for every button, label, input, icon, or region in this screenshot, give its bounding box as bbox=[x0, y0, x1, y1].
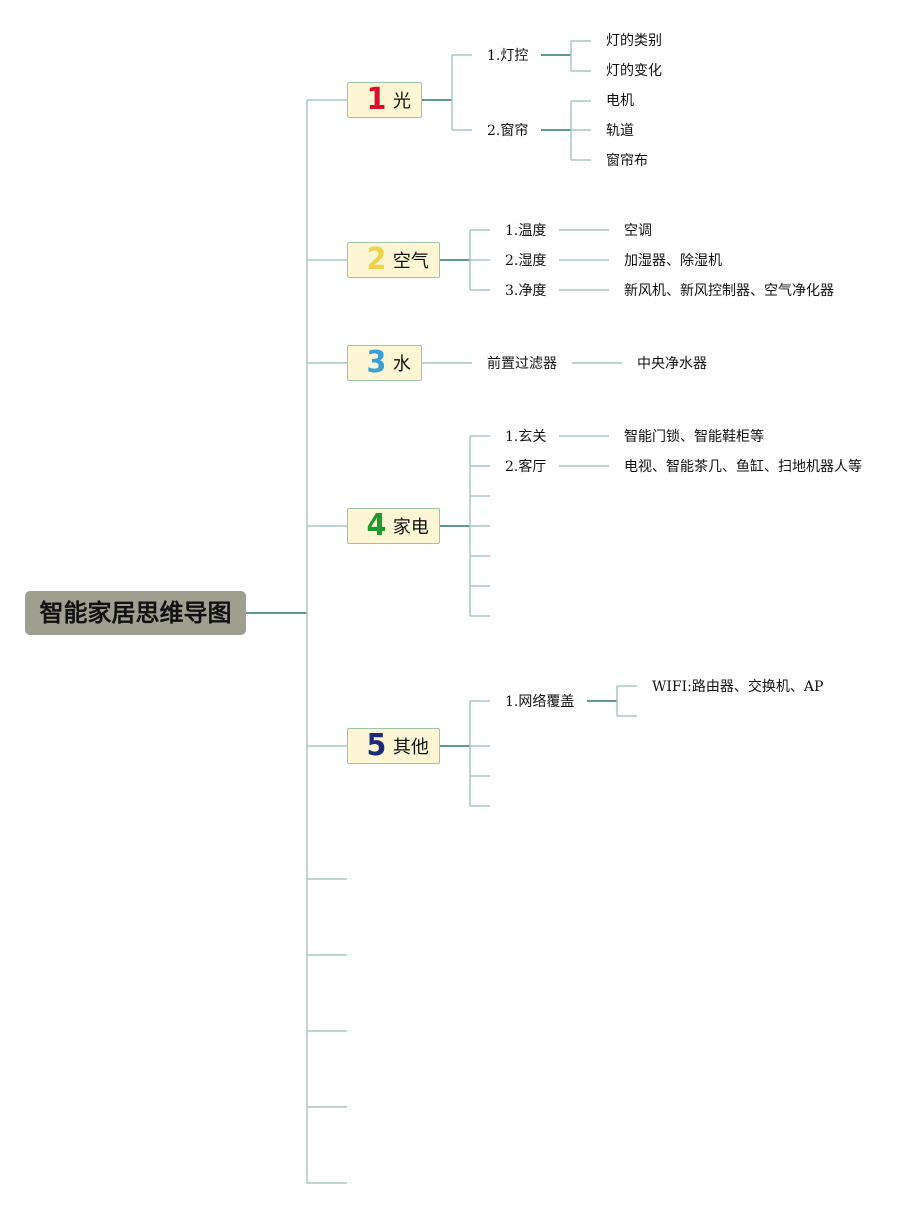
node-air-humidifier[interactable]: 加湿器、除湿机 bbox=[624, 253, 722, 269]
node-appliance-entry-detail[interactable]: 智能门锁、智能鞋柜等 bbox=[624, 429, 764, 445]
node-appliance-entry[interactable]: 1.玄关 bbox=[505, 429, 547, 445]
branch-other[interactable]: 5 其他 bbox=[347, 728, 440, 764]
node-other-network[interactable]: 1.网络覆盖 bbox=[505, 694, 575, 710]
node-air-temperature[interactable]: 1.温度 bbox=[505, 223, 547, 239]
node-curtain-fabric[interactable]: 窗帘布 bbox=[606, 153, 648, 169]
branch-appliance[interactable]: 4 家电 bbox=[347, 508, 440, 544]
node-curtain[interactable]: 2.窗帘 bbox=[487, 123, 529, 139]
branch-number: 3 bbox=[366, 345, 387, 380]
branch-water[interactable]: 3 水 bbox=[347, 345, 422, 381]
branch-number: 4 bbox=[366, 508, 387, 543]
node-air-conditioner[interactable]: 空调 bbox=[624, 223, 652, 239]
branch-label: 光 bbox=[392, 91, 411, 112]
branch-number: 1 bbox=[366, 82, 387, 117]
node-appliance-living[interactable]: 2.客厅 bbox=[505, 459, 547, 475]
node-curtain-motor[interactable]: 电机 bbox=[606, 93, 634, 109]
node-other-network-detail[interactable]: WIFI:路由器、交换机、AP bbox=[652, 679, 824, 695]
node-light-control[interactable]: 1.灯控 bbox=[487, 48, 529, 64]
node-air-humidity[interactable]: 2.湿度 bbox=[505, 253, 547, 269]
branch-number: 2 bbox=[366, 242, 387, 277]
root-node[interactable]: 智能家居思维导图 bbox=[25, 591, 246, 635]
node-light-type[interactable]: 灯的类别 bbox=[606, 33, 662, 49]
branch-label: 家电 bbox=[392, 517, 429, 538]
branch-light[interactable]: 1 光 bbox=[347, 82, 422, 118]
branch-label: 空气 bbox=[392, 251, 429, 272]
node-water-prefilter[interactable]: 前置过滤器 bbox=[487, 356, 557, 372]
node-appliance-living-detail[interactable]: 电视、智能茶几、鱼缸、扫地机器人等 bbox=[624, 459, 862, 475]
node-curtain-track[interactable]: 轨道 bbox=[606, 123, 634, 139]
node-air-purity[interactable]: 3.净度 bbox=[505, 283, 547, 299]
node-water-purifier[interactable]: 中央净水器 bbox=[637, 356, 707, 372]
node-air-purifier[interactable]: 新风机、新风控制器、空气净化器 bbox=[624, 283, 834, 299]
node-light-change[interactable]: 灯的变化 bbox=[606, 63, 662, 79]
branch-number: 5 bbox=[366, 728, 387, 763]
branch-label: 其他 bbox=[392, 737, 429, 758]
branch-label: 水 bbox=[392, 354, 411, 375]
branch-air[interactable]: 2 空气 bbox=[347, 242, 440, 278]
